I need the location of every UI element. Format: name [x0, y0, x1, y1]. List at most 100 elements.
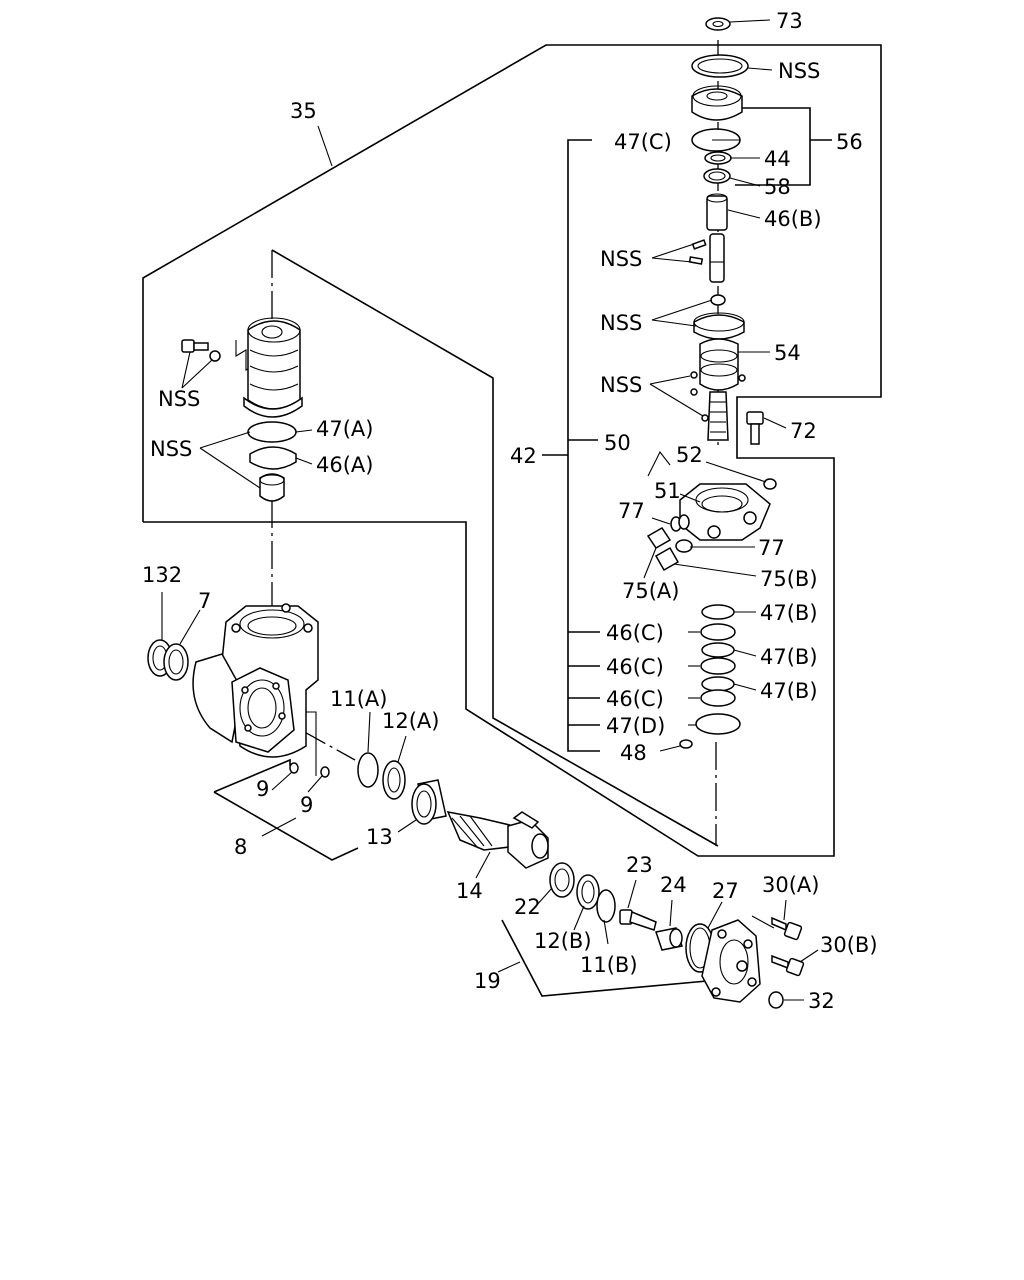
label-12b: 12(B)	[534, 929, 592, 953]
leader	[475, 851, 491, 879]
leader	[733, 649, 757, 657]
label-32: 32	[808, 989, 835, 1013]
label-22: 22	[514, 895, 541, 919]
leader	[307, 775, 323, 793]
leader	[573, 905, 585, 931]
leader	[679, 493, 701, 503]
leader	[295, 429, 313, 433]
label-14: 14	[456, 879, 483, 903]
label-46a: 46(A)	[316, 453, 373, 477]
label-75a: 75(A)	[622, 579, 679, 603]
bracket-56	[735, 107, 811, 186]
label-58: 58	[764, 175, 791, 199]
bolt-30a	[771, 916, 803, 941]
leader	[271, 771, 293, 791]
label-nss-a: NSS	[600, 247, 642, 271]
bearing-44	[704, 151, 732, 165]
valve-spool	[709, 233, 725, 283]
label-51: 51	[654, 479, 681, 503]
label-77b: 77	[758, 536, 785, 560]
bleeder-screws-9	[289, 762, 330, 778]
leader	[705, 461, 767, 483]
bearing-22	[549, 862, 575, 898]
label-46c-2: 46(C)	[606, 655, 664, 679]
gear-housing-8	[192, 603, 319, 758]
label-54: 54	[774, 341, 801, 365]
leader	[651, 517, 671, 525]
leader	[727, 209, 761, 219]
leader	[799, 949, 819, 963]
piston-assembly	[243, 317, 303, 418]
washer-73	[705, 17, 731, 31]
leader	[261, 817, 297, 837]
label-35: 35	[290, 99, 317, 123]
leader-35	[317, 125, 333, 167]
ball-nut-54	[699, 338, 739, 391]
leader	[181, 351, 191, 389]
side-cover	[701, 919, 761, 1003]
leader	[651, 299, 713, 321]
leader	[651, 319, 697, 327]
leader	[729, 177, 761, 187]
sleeve-46b	[706, 193, 728, 231]
label-30a: 30(A)	[762, 873, 819, 897]
label-nss-left-2: NSS	[150, 437, 192, 461]
seal-stack	[679, 604, 741, 749]
label-50: 50	[604, 431, 631, 455]
snap-ring-11a	[357, 752, 379, 788]
bracket-42	[567, 139, 600, 752]
bracket-19	[501, 919, 719, 997]
leader	[669, 899, 673, 927]
leader	[649, 383, 704, 417]
valve-cap-56	[691, 85, 743, 121]
fitting-52	[763, 478, 777, 490]
seal-12a	[382, 760, 406, 800]
leader	[199, 447, 261, 489]
seal-12b	[576, 874, 600, 910]
label-48: 48	[620, 741, 647, 765]
seal-46a	[249, 446, 297, 470]
leader	[659, 745, 681, 752]
label-13: 13	[366, 825, 393, 849]
label-27: 27	[712, 879, 739, 903]
retainer-nss	[693, 312, 745, 340]
label-44: 44	[764, 147, 791, 171]
fitting-75a	[646, 527, 672, 549]
leader	[179, 609, 201, 645]
label-nss-top: NSS	[778, 59, 820, 83]
leader	[603, 919, 609, 945]
o-ring-47a	[247, 421, 297, 443]
label-7: 7	[198, 589, 211, 613]
leader	[397, 735, 407, 763]
leader	[199, 431, 251, 449]
label-12a: 12(A)	[382, 709, 439, 733]
leader	[306, 711, 317, 776]
leader	[783, 899, 787, 921]
leader-50	[647, 450, 671, 477]
label-11b: 11(B)	[580, 953, 638, 977]
label-73: 73	[776, 9, 803, 33]
nut-32	[768, 991, 784, 1009]
sector-shaft-14	[446, 811, 549, 869]
leader	[673, 563, 757, 577]
label-23: 23	[626, 853, 653, 877]
assembly-35-inner-line	[271, 249, 719, 847]
label-30b: 30(B)	[820, 933, 878, 957]
leader	[397, 819, 417, 833]
label-nss-b: NSS	[600, 311, 642, 335]
label-47b-2: 47(B)	[760, 645, 818, 669]
label-19: 19	[474, 969, 501, 993]
label-8: 8	[234, 835, 247, 859]
label-nss-c: NSS	[600, 373, 642, 397]
leader	[651, 257, 693, 263]
valve-housing-50	[679, 483, 771, 541]
label-nss-left-1: NSS	[158, 387, 200, 411]
plug-nss-left	[259, 473, 285, 502]
adjusting-screw-23	[619, 909, 657, 931]
label-47b-3: 47(B)	[760, 679, 818, 703]
ring-58	[703, 168, 731, 184]
label-77a: 77	[618, 499, 645, 523]
label-56: 56	[836, 130, 863, 154]
